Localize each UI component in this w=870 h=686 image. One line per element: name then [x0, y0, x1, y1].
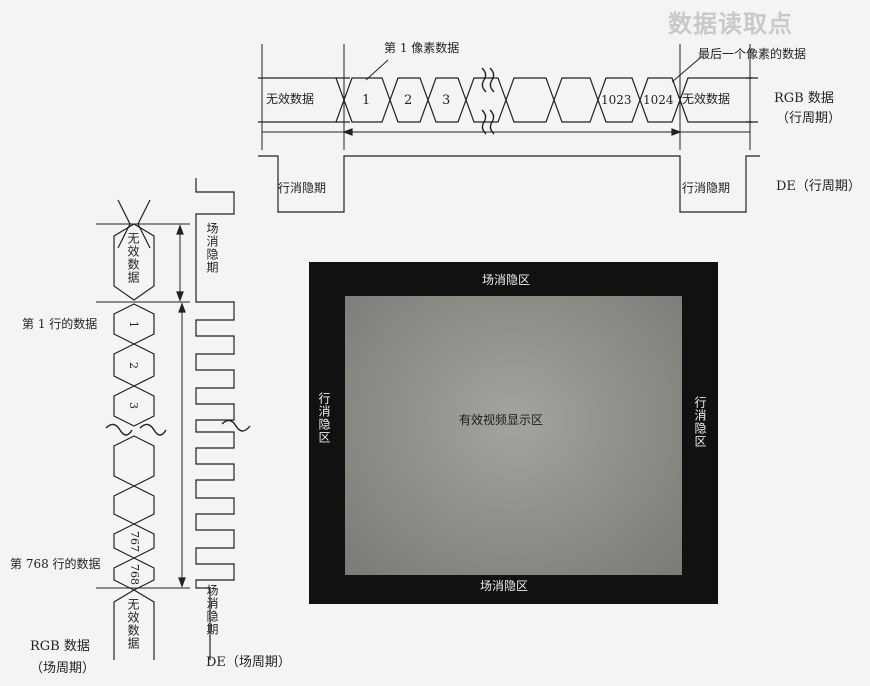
column-rgb-label: RGB 数据 [30, 639, 90, 654]
active-video-area [345, 296, 682, 575]
column-rgb-bus [96, 199, 190, 660]
pixel-cell-1: 1 [362, 93, 371, 108]
row-de-signal [258, 155, 760, 213]
invalid-data-right: 无效数据 [682, 92, 731, 106]
column-invalid-bottom: 无效数据 [126, 598, 140, 650]
row-cell-767: 767 [128, 531, 141, 552]
row-cell-3: 3 [127, 402, 140, 409]
invalid-data-left: 无效数据 [266, 92, 315, 106]
row-de-label: DE（行周期） [776, 179, 861, 194]
row-rgb-bus [258, 44, 758, 150]
watermark: 数据读取点 [668, 10, 793, 38]
first-row-label: 第 1 行的数据 [22, 317, 98, 331]
pixel-cell-1023: 1023 [601, 93, 632, 107]
row-cell-2: 2 [127, 362, 140, 369]
pixel-cell-2: 2 [404, 93, 413, 108]
screen-right-label: 行消隐区 [693, 396, 707, 448]
row-cell-1: 1 [127, 321, 140, 328]
column-de-label: DE（场周期） [206, 655, 291, 670]
row-blank-right: 行消隐期 [682, 181, 731, 195]
column-de-signal [195, 178, 235, 660]
field-blank-bottom: 场消隐期 [205, 584, 219, 636]
pixel-cell-1024: 1024 [643, 93, 674, 107]
row-rgb-period: （行周期） [776, 111, 842, 126]
screen-center-label: 有效视频显示区 [459, 413, 544, 427]
column-rgb-period: （场周期） [30, 661, 96, 676]
column-invalid-top: 无效数据 [126, 232, 140, 284]
last-row-label: 第 768 行的数据 [10, 557, 101, 571]
row-cell-768: 768 [128, 564, 141, 585]
pixel-cell-3: 3 [442, 93, 451, 108]
row-blank-left: 行消隐期 [278, 181, 327, 195]
screen-top-label: 场消隐区 [482, 273, 531, 287]
row-rgb-label: RGB 数据 [774, 91, 834, 106]
last-pixel-label: 最后一个像素的数据 [698, 47, 807, 61]
screen-bottom-label: 场消隐区 [480, 579, 529, 593]
first-pixel-label: 第 1 像素数据 [384, 41, 460, 55]
screen-left-label: 行消隐区 [317, 392, 331, 444]
field-blank-top: 场消隐期 [205, 222, 219, 274]
